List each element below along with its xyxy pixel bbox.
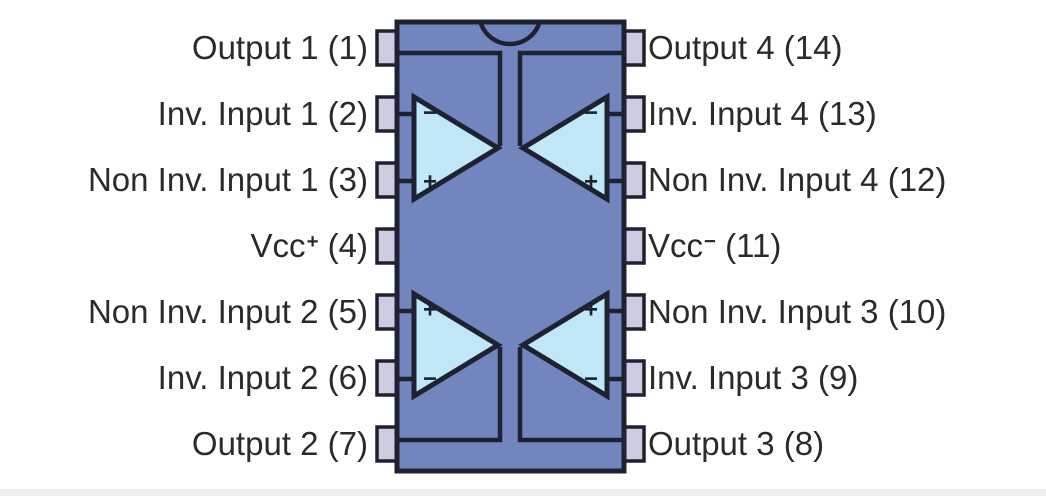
- vcc-minus-superscript: −: [704, 230, 716, 254]
- trace-output-1: [397, 50, 503, 146]
- ic-notch: [478, 23, 542, 47]
- pin-12-label: Non Inv. Input 4 (12): [648, 161, 947, 198]
- pin-13-label: Inv. Input 4 (13): [648, 95, 877, 132]
- vcc-plus-text: Vcc: [250, 227, 306, 264]
- opamp-3-inverting-sign: −: [584, 366, 598, 393]
- bottom-edge-strip: [0, 489, 1046, 496]
- trace-output-2: [397, 347, 503, 443]
- ic-body: [394, 19, 627, 474]
- vcc-minus-text: Vcc: [648, 227, 704, 264]
- vcc-plus-superscript: +: [306, 230, 319, 254]
- opamp-3-noninverting-sign: +: [584, 297, 598, 324]
- opamp-2-inverting-sign: −: [423, 366, 437, 393]
- pin-2-label: Inv. Input 1 (2): [157, 95, 368, 132]
- opamp-2-triangle: [411, 289, 503, 401]
- trace-output-4: [517, 50, 624, 146]
- pin-6-label: Inv. Input 2 (6): [157, 359, 368, 396]
- opamp-3-triangle: [518, 289, 610, 401]
- vcc-plus-pin-number: (4): [318, 227, 368, 264]
- opamp-4-triangle: [518, 92, 610, 204]
- opamp-1-noninverting-sign: +: [423, 169, 437, 196]
- pin-5-label: Non Inv. Input 2 (5): [87, 293, 368, 330]
- pin-7-label: Output 2 (7): [191, 425, 368, 462]
- pin-3-label: Non Inv. Input 1 (3): [87, 161, 368, 198]
- opamp-1-inverting-sign: −: [423, 100, 437, 127]
- pin-10-label: Non Inv. Input 3 (10): [648, 293, 947, 330]
- pin-11-label: Vcc− (11): [648, 225, 1044, 267]
- trace-output-3: [517, 347, 624, 443]
- pin-8-label: Output 3 (8): [648, 425, 825, 462]
- opamp-2-noninverting-sign: +: [423, 297, 437, 324]
- opamp-1-triangle: [411, 92, 503, 204]
- opamp-4-noninverting-sign: +: [584, 169, 598, 196]
- pin-14-label: Output 4 (14): [648, 29, 843, 66]
- pin-1-label: Output 1 (1): [191, 29, 368, 66]
- vcc-minus-pin-number: (11): [715, 227, 782, 264]
- pin-9-label: Inv. Input 3 (9): [648, 359, 859, 396]
- pin-4-label: Vcc+ (4): [0, 225, 368, 267]
- opamp-4-inverting-sign: −: [584, 100, 598, 127]
